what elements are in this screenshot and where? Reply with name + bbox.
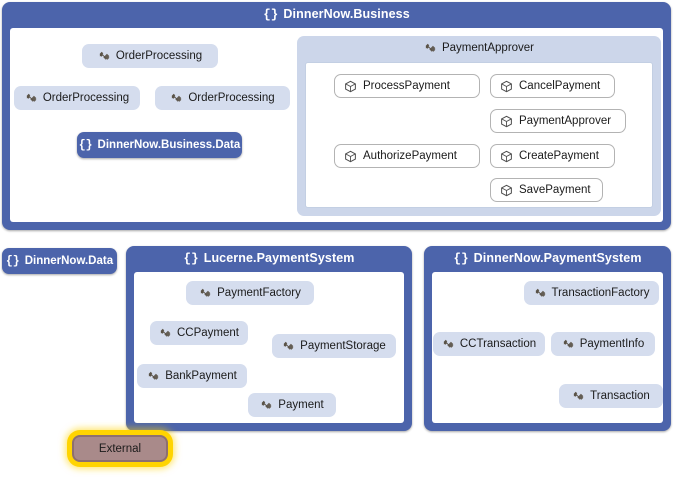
type-node-transactionfactory[interactable]: TransactionFactory <box>524 281 659 305</box>
type-icon <box>442 338 455 351</box>
method-node-label: PaymentApprover <box>519 115 612 127</box>
type-node-paymentinfo[interactable]: PaymentInfo <box>551 332 655 356</box>
namespace-braces-icon: {} <box>5 254 20 268</box>
namespace-header-lucerne: {} Lucerne.PaymentSystem <box>126 246 412 270</box>
method-icon <box>500 184 513 197</box>
method-node-processpayment[interactable]: ProcessPayment <box>334 74 480 98</box>
type-icon <box>562 338 575 351</box>
method-icon <box>344 80 357 93</box>
type-node-label: PaymentInfo <box>579 338 645 350</box>
method-icon <box>344 150 357 163</box>
method-node-createpayment[interactable]: CreatePayment <box>490 144 615 168</box>
type-node-orderprocessing-right[interactable]: OrderProcessing <box>155 86 290 110</box>
method-node-label: AuthorizePayment <box>363 150 457 162</box>
type-icon <box>282 340 295 353</box>
type-node-orderprocessing-top[interactable]: OrderProcessing <box>82 44 218 68</box>
type-icon <box>424 42 437 55</box>
type-node-label: OrderProcessing <box>115 50 203 62</box>
type-node-paymentfactory[interactable]: PaymentFactory <box>186 281 314 305</box>
type-node-orderprocessing-left[interactable]: OrderProcessing <box>14 86 140 110</box>
type-node-payment[interactable]: Payment <box>248 393 336 417</box>
method-node-savepayment[interactable]: SavePayment <box>490 178 603 202</box>
type-node-label: OrderProcessing <box>188 92 275 104</box>
type-node-label: PaymentStorage <box>300 340 386 352</box>
type-icon <box>170 92 183 105</box>
type-icon <box>199 287 212 300</box>
group-paymentapprover-title: PaymentApprover <box>297 36 661 60</box>
type-node-label: Payment <box>278 399 324 411</box>
namespace-node-dinnernow-data[interactable]: {} DinnerNow.Data <box>2 248 117 274</box>
type-icon <box>534 287 547 300</box>
method-node-label: CreatePayment <box>519 150 599 162</box>
node-external-selected[interactable]: External <box>72 435 168 462</box>
namespace-node-dinnernow-business-data[interactable]: {} DinnerNow.Business.Data <box>77 132 242 158</box>
namespace-header-dinnernow-paymentsystem: {} DinnerNow.PaymentSystem <box>424 246 671 270</box>
type-icon <box>572 390 585 403</box>
namespace-title-text: DinnerNow.Business <box>283 7 410 21</box>
method-node-paymentapprover[interactable]: PaymentApprover <box>490 109 626 133</box>
type-node-bankpayment[interactable]: BankPayment <box>137 364 247 388</box>
method-node-cancelpayment[interactable]: CancelPayment <box>490 74 615 98</box>
namespace-braces-icon: {} <box>78 138 93 152</box>
namespace-node-label: DinnerNow.Data <box>24 255 114 267</box>
method-node-label: CancelPayment <box>519 80 601 92</box>
method-node-label: ProcessPayment <box>363 80 450 92</box>
type-node-label: CCPayment <box>177 327 239 339</box>
type-icon <box>98 50 111 63</box>
namespace-title-text: DinnerNow.PaymentSystem <box>473 251 642 265</box>
namespace-braces-icon: {} <box>183 252 199 266</box>
type-icon <box>147 370 160 383</box>
namespace-header-dinnernow-business: {} DinnerNow.Business <box>2 2 671 26</box>
group-title-label: PaymentApprover <box>441 42 535 54</box>
namespace-braces-icon: {} <box>263 8 279 22</box>
type-node-label: Transaction <box>590 390 650 402</box>
method-icon <box>500 150 513 163</box>
namespace-title-text: Lucerne.PaymentSystem <box>203 251 355 265</box>
method-node-authorizepayment[interactable]: AuthorizePayment <box>334 144 480 168</box>
namespace-node-label: DinnerNow.Business.Data <box>97 139 241 151</box>
type-node-ccpayment[interactable]: CCPayment <box>150 321 248 345</box>
method-icon <box>500 115 513 128</box>
namespace-braces-icon: {} <box>453 252 469 266</box>
type-node-label: TransactionFactory <box>551 287 650 299</box>
type-node-label: PaymentFactory <box>217 287 301 299</box>
type-node-transaction[interactable]: Transaction <box>559 384 663 408</box>
type-icon <box>159 327 172 340</box>
method-icon <box>500 80 513 93</box>
type-node-label: OrderProcessing <box>42 92 130 104</box>
type-node-label: CCTransaction <box>459 338 537 350</box>
type-icon <box>260 399 273 412</box>
type-icon <box>25 92 38 105</box>
method-node-label: SavePayment <box>519 184 591 196</box>
type-node-label: BankPayment <box>165 370 237 382</box>
type-node-paymentstorage[interactable]: PaymentStorage <box>272 334 396 358</box>
external-node-label: External <box>98 442 142 455</box>
type-node-cctransaction[interactable]: CCTransaction <box>433 332 545 356</box>
